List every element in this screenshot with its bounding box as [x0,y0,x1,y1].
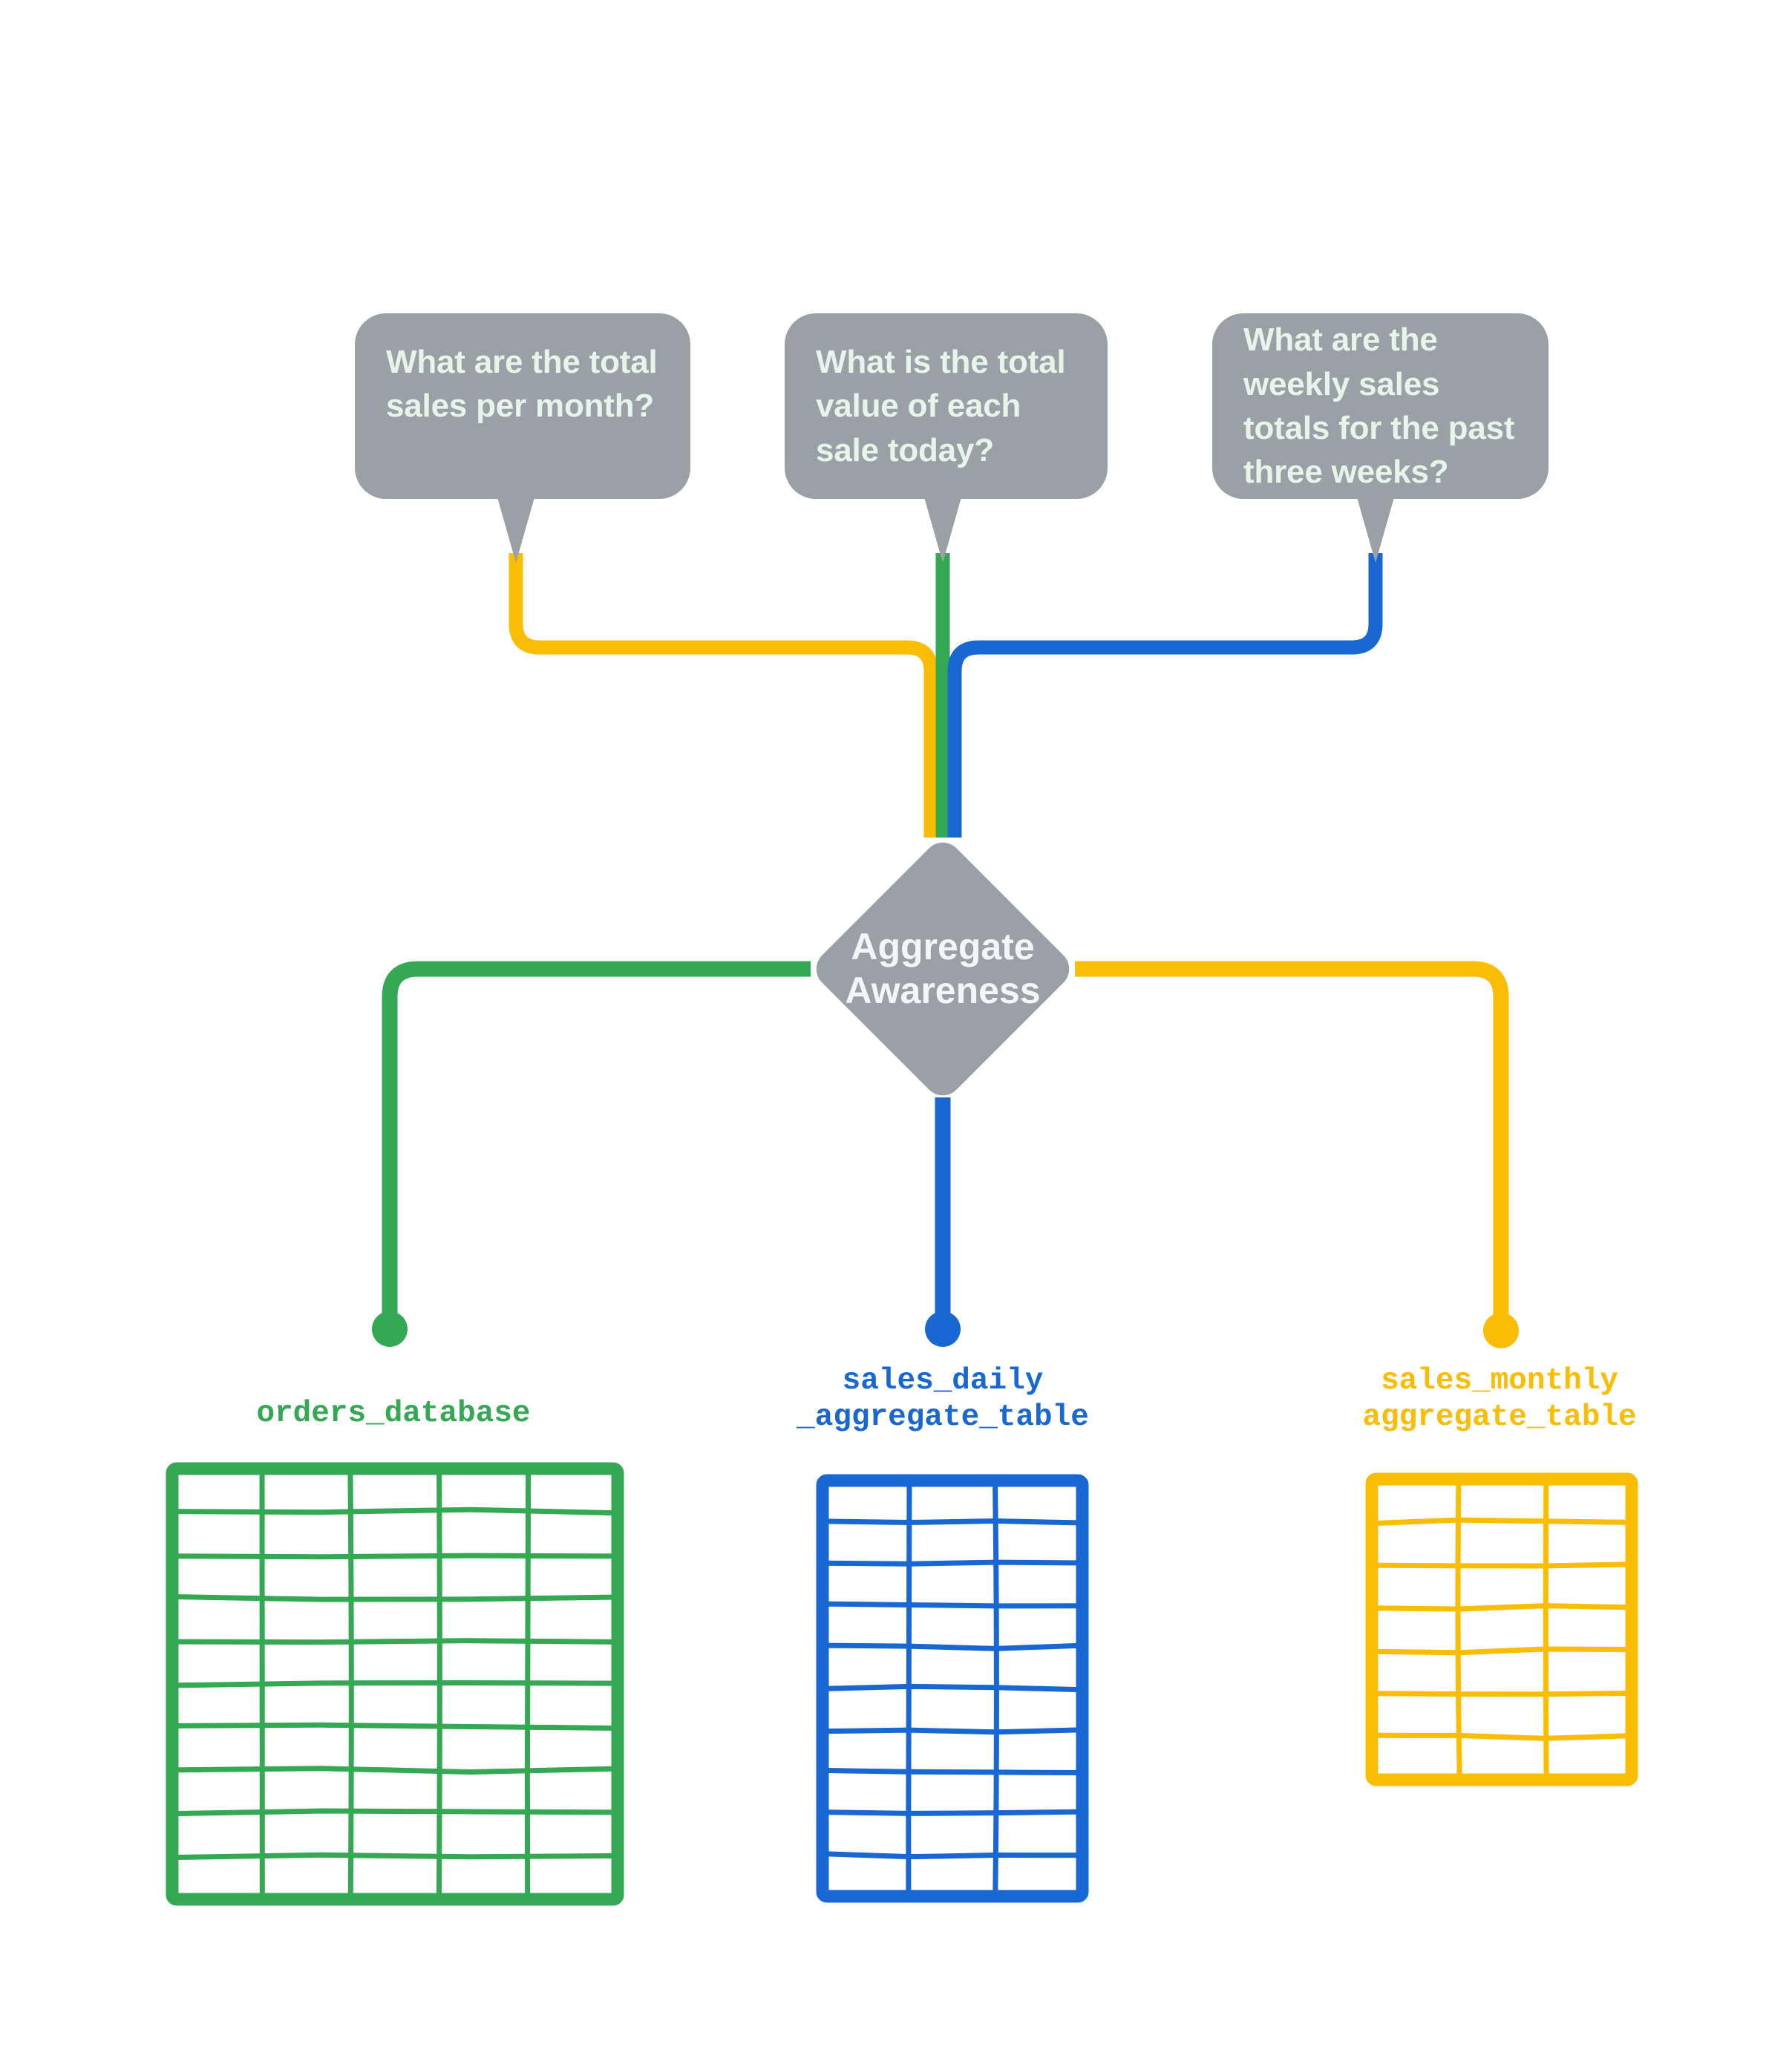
table-row-divider [1372,1564,1632,1566]
table-row-divider [823,1686,1082,1689]
aggregate-awareness-node[interactable]: Aggregate Awareness [809,835,1076,1103]
table-row-divider [172,1597,618,1600]
question-bubble-weekly-text: What are the weekly sales totals for the… [1243,318,1519,495]
connector-yellow-top [516,553,931,838]
question-bubble-monthly[interactable]: What are the total sales per month? [355,313,690,499]
bubble-tail-icon [1357,497,1394,563]
question-bubble-weekly[interactable]: What are the weekly sales totals for the… [1212,313,1549,499]
table-row-divider [823,1604,1082,1606]
table-row-divider [823,1770,1082,1772]
table-row-divider [823,1854,1082,1857]
connector-blue-top [955,553,1376,838]
table-caption-sales-monthly: sales_monthly aggregate_table [1277,1363,1722,1436]
table-caption-sales-daily: sales_daily _aggregate_table [713,1363,1173,1436]
endpoint-dot-blue [925,1311,961,1347]
table-row-divider [172,1509,618,1512]
table-row-divider [1372,1649,1632,1653]
table-row-divider [1372,1520,1632,1524]
table-row-divider [1372,1693,1632,1694]
table-row-divider [823,1730,1082,1732]
endpoint-dot-yellow [1483,1313,1519,1348]
diamond-shape-icon [808,835,1077,1103]
table-row-divider [172,1811,618,1814]
question-bubble-daily[interactable]: What is the total value of each sale tod… [785,313,1108,499]
table-row-divider [1372,1735,1632,1738]
table-caption-orders-database: orders_database [148,1396,638,1432]
table-row-divider [823,1645,1082,1648]
table-grid-sales-daily[interactable] [815,1473,1090,1904]
bubble-tail-icon [924,497,961,563]
table-row-divider [823,1812,1082,1813]
question-bubble-daily-text: What is the total value of each sale tod… [816,340,1078,472]
bubble-tail-icon [497,497,534,563]
connector-green-bottom [390,969,811,1323]
table-row-divider [1372,1606,1632,1609]
endpoint-dot-green [372,1311,408,1347]
table-row-divider [172,1556,618,1557]
table-grid-sales-monthly[interactable] [1364,1472,1639,1787]
table-row-divider [172,1769,618,1772]
table-row-divider [172,1725,618,1728]
table-row-divider [172,1682,618,1685]
question-bubble-monthly-text: What are the total sales per month? [386,340,661,428]
table-row-divider [172,1855,618,1857]
table-grid-orders-database[interactable] [165,1461,625,1907]
connector-yellow-bottom [1075,969,1501,1325]
table-row-divider [823,1521,1082,1523]
table-row-divider [823,1562,1082,1564]
table-row-divider [172,1641,618,1642]
